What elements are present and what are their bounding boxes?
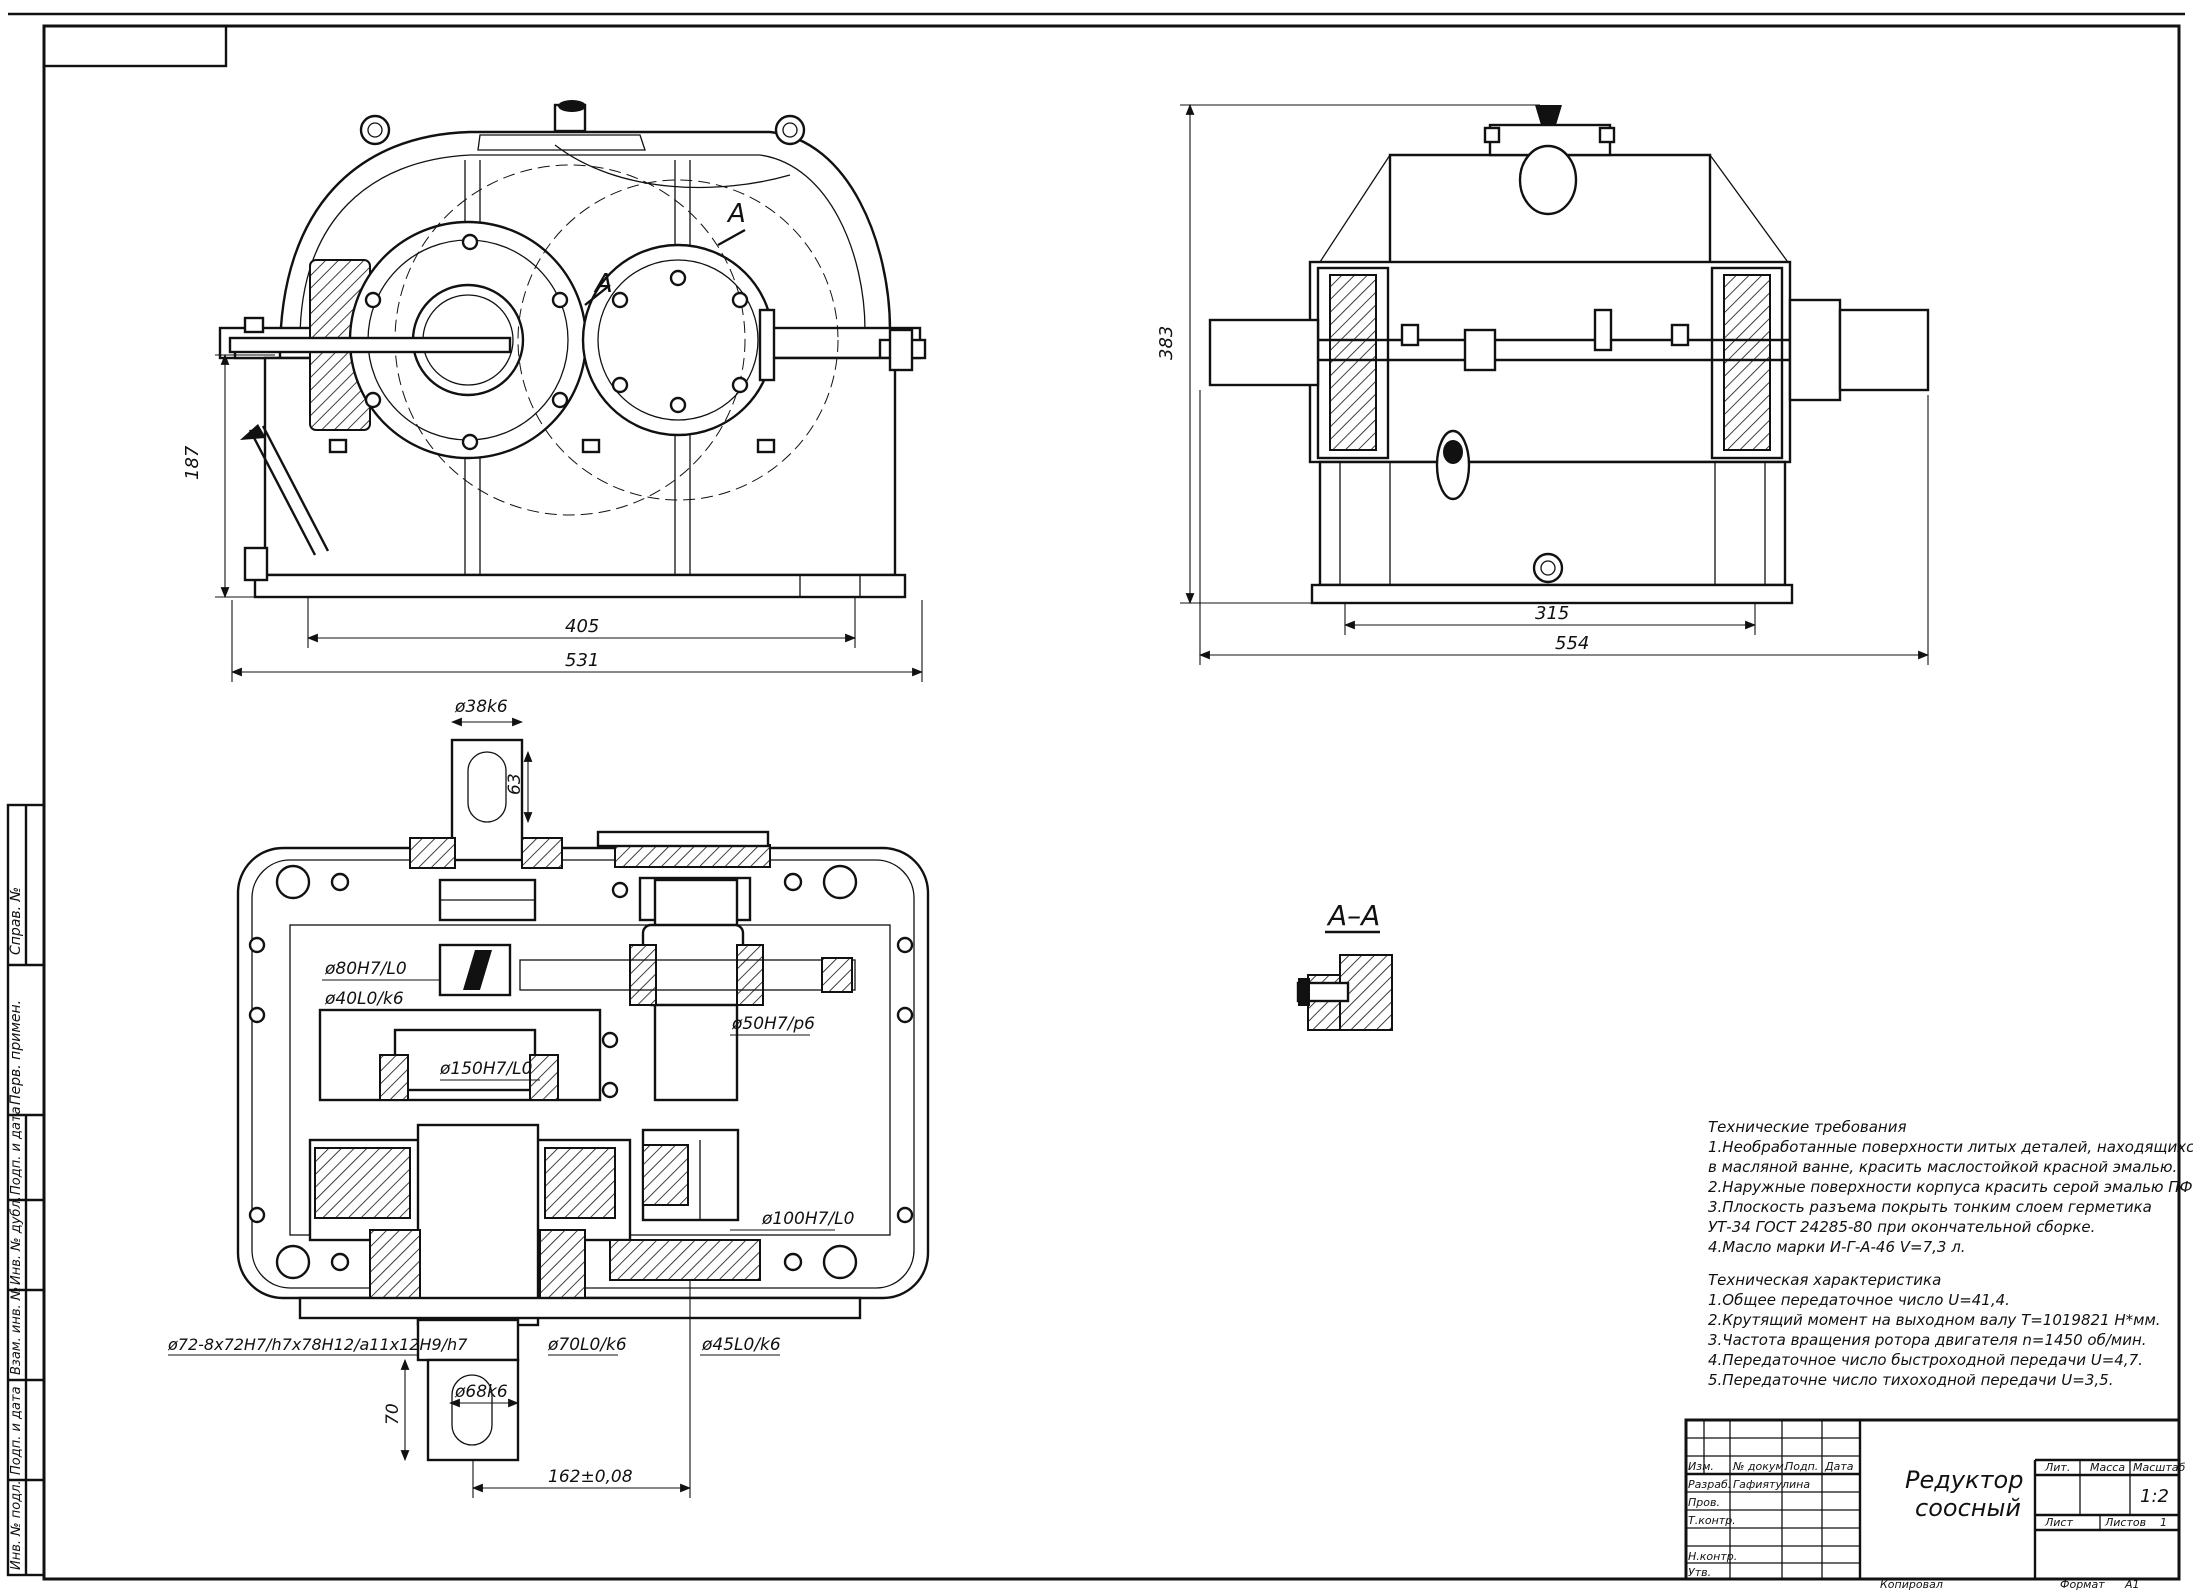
sheet-frame <box>8 12 2185 1581</box>
tb-scale-value: 1:2 <box>2140 1486 2169 1507</box>
tech-req-line: 4.Масло марки И-Г-А-46 V=7,3 л. <box>1708 1238 1966 1256</box>
tech-char-line: 3.Частота вращения ротора двигателя n=14… <box>1708 1331 2147 1349</box>
front-dim-bolt-span: 405 <box>565 616 599 637</box>
plan-shaft-len: 70 <box>383 1403 403 1425</box>
tech-requirements: Технические требования 1.Необработанные … <box>1708 1118 2193 1256</box>
front-section-mark-2: А <box>593 269 613 299</box>
tb-sheets-count: 1 <box>2160 1516 2167 1529</box>
section-a-a: А–А <box>1296 899 1393 1031</box>
front-section-mark-1: А <box>726 199 746 229</box>
tb-label-tcontrol: Т.контр. <box>1688 1514 1736 1527</box>
tb-developer-name: Гафиятулина <box>1733 1478 1810 1491</box>
plan-fit-4: ø150H7/L0 <box>439 1059 532 1079</box>
tb-format-value: А1 <box>2124 1578 2140 1591</box>
stamp-dubl: Инв. № дубл. <box>9 1196 24 1285</box>
plan-input-shaft-dia: ø38k6 <box>454 697 508 717</box>
tech-req-line: 1.Необработанные поверхности литых детал… <box>1708 1138 2193 1156</box>
plan-fit-3: ø50H7/p6 <box>731 1014 815 1034</box>
tb-label-copied: Копировал <box>1880 1578 1943 1591</box>
plan-fit-1: ø80H7/L0 <box>324 959 407 979</box>
tb-label-lit: Лит. <box>2044 1461 2070 1474</box>
plan-fit-7: ø45L0/k6 <box>701 1335 781 1355</box>
stamp-podp2: Подп. и дата <box>9 1386 24 1475</box>
tech-req-line: 2.Наружные поверхности корпуса красить с… <box>1708 1178 2193 1196</box>
plan-keyway-len: 63 <box>505 773 525 795</box>
plan-fit-5: ø100H7/L0 <box>761 1209 854 1229</box>
front-dim-height: 187 <box>182 445 203 480</box>
plan-center-distance: 162±0,08 <box>548 1467 633 1487</box>
tb-label-change: Изм. <box>1688 1460 1714 1473</box>
tech-char-title: Техническая характеристика <box>1708 1271 1941 1289</box>
tech-req-line: УТ-34 ГОСТ 24285-80 при окончательной сб… <box>1708 1218 2095 1236</box>
plan-section-view: ø38k6 63 ø80H7/L0 ø40L0/k6 ø50H7/p6 ø150… <box>167 697 930 1498</box>
tb-label-checked: Пров. <box>1688 1496 1720 1509</box>
tb-label-format: Формат <box>2060 1578 2105 1591</box>
tech-req-title: Технические требования <box>1708 1118 1907 1136</box>
plan-spline-fit: ø72-8x72H7/h7x78H12/a11x12H9/h7 <box>167 1335 468 1354</box>
tb-label-ncontrol: Н.контр. <box>1688 1550 1737 1563</box>
stamp-sprav: Справ. № <box>8 887 24 955</box>
plan-fit-2: ø40L0/k6 <box>324 989 404 1009</box>
tb-title-line1: Редуктор <box>1905 1466 2023 1494</box>
plan-fit-6: ø70L0/k6 <box>547 1335 627 1355</box>
tech-char-line: 1.Общее передаточное число U=41,4. <box>1708 1291 2010 1309</box>
tb-label-scale: Масштаб <box>2133 1461 2185 1474</box>
tb-label-date: Дата <box>1824 1460 1854 1473</box>
tb-title-line2: соосный <box>1915 1494 2021 1522</box>
tech-req-line: в масляной ванне, красить маслостойкой к… <box>1708 1158 2177 1176</box>
front-view: А А 187 405 531 <box>182 100 927 682</box>
tech-characteristics: Техническая характеристика 1.Общее перед… <box>1708 1271 2161 1389</box>
side-view: 383 315 554 <box>1156 103 1930 665</box>
tech-req-line: 3.Плоскость разъема покрыть тонким слоем… <box>1708 1198 2152 1216</box>
tb-label-mass: Масса <box>2090 1461 2125 1474</box>
front-dim-overall: 531 <box>565 650 599 671</box>
side-dim-overall: 554 <box>1555 633 1589 654</box>
plan-output-shaft-dia: ø68k6 <box>454 1382 508 1402</box>
stamp-podl: Инв. № подл. <box>9 1480 24 1570</box>
side-dim-height: 383 <box>1156 326 1177 360</box>
title-block: Изм. № докум. Подп. Дата Разраб. Гафияту… <box>1684 1418 2185 1591</box>
tech-char-line: 2.Крутящий момент на выходном валу T=101… <box>1708 1311 2161 1329</box>
side-dim-feet: 315 <box>1535 603 1569 624</box>
tb-label-sheet: Лист <box>2044 1516 2073 1529</box>
tb-label-developed: Разраб. <box>1688 1478 1731 1491</box>
tech-char-line: 5.Передаточне число тихоходной передачи … <box>1708 1371 2113 1389</box>
tb-label-sheets: Листов <box>2104 1516 2146 1529</box>
section-a-a-title: А–А <box>1326 899 1380 932</box>
tech-char-line: 4.Передаточное число быстроходной переда… <box>1708 1351 2143 1369</box>
tb-label-approved: Утв. <box>1688 1566 1711 1579</box>
tb-label-sign: Подп. <box>1785 1460 1818 1473</box>
side-stamp-strip: Справ. № Перв. примен. Подп. и дата Инв.… <box>6 803 46 1577</box>
stamp-vzam: Взам. инв. № <box>9 1287 24 1375</box>
stamp-podp1: Подп. и дата <box>9 1106 24 1195</box>
stamp-perv: Перв. примен. <box>8 1000 24 1105</box>
tb-label-doc: № докум. <box>1732 1460 1787 1473</box>
